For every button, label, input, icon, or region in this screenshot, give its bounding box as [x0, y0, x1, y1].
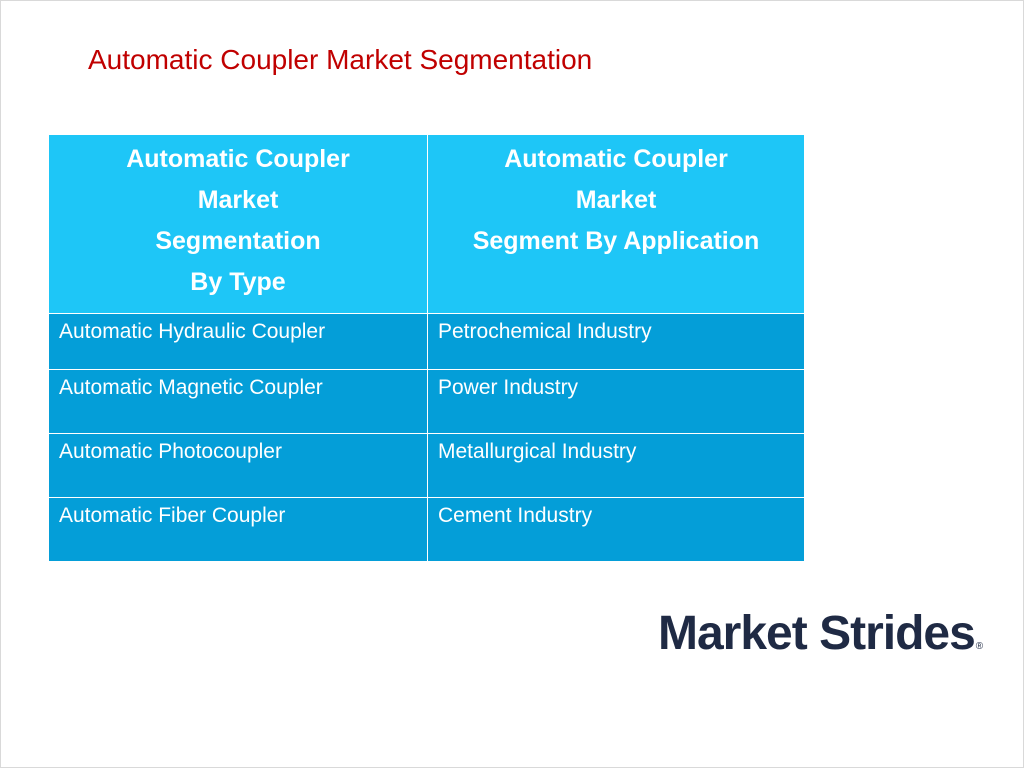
type-cell: Automatic Fiber Coupler	[48, 497, 428, 562]
type-cell: Automatic Magnetic Coupler	[48, 369, 428, 434]
header-line: Automatic Coupler	[126, 145, 350, 173]
table-row: Automatic Photocoupler Metallurgical Ind…	[48, 433, 805, 498]
table-row: Automatic Fiber Coupler Cement Industry	[48, 497, 805, 562]
header-line: Market	[575, 186, 657, 214]
header-line: By Type	[190, 268, 286, 296]
page-title: Automatic Coupler Market Segmentation	[88, 44, 593, 75]
application-cell: Cement Industry	[427, 497, 805, 562]
application-cell: Power Industry	[427, 369, 805, 434]
logo-text: Market Strides	[658, 607, 976, 660]
header-by-type: Automatic Coupler Market Segmentation By…	[48, 134, 428, 314]
type-cell: Automatic Hydraulic Coupler	[48, 313, 428, 370]
type-cell: Automatic Photocoupler	[48, 433, 428, 498]
header-line: Market	[197, 186, 279, 214]
table-row: Automatic Hydraulic Coupler Petrochemica…	[48, 313, 805, 370]
table-row: Automatic Magnetic Coupler Power Industr…	[48, 369, 805, 434]
header-line: Segmentation	[155, 227, 321, 255]
segmentation-table: Automatic Coupler Market Segmentation By…	[48, 134, 805, 562]
registered-mark: ®	[975, 641, 983, 652]
market-strides-logo: Market Strides®	[658, 606, 983, 661]
header-line: Segment By Application	[472, 227, 760, 255]
application-cell: Petrochemical Industry	[427, 313, 805, 370]
table-header-row: Automatic Coupler Market Segmentation By…	[48, 134, 805, 314]
application-cell: Metallurgical Industry	[427, 433, 805, 498]
header-by-application: Automatic Coupler Market Segment By Appl…	[427, 134, 805, 314]
header-line: Automatic Coupler	[504, 145, 728, 173]
